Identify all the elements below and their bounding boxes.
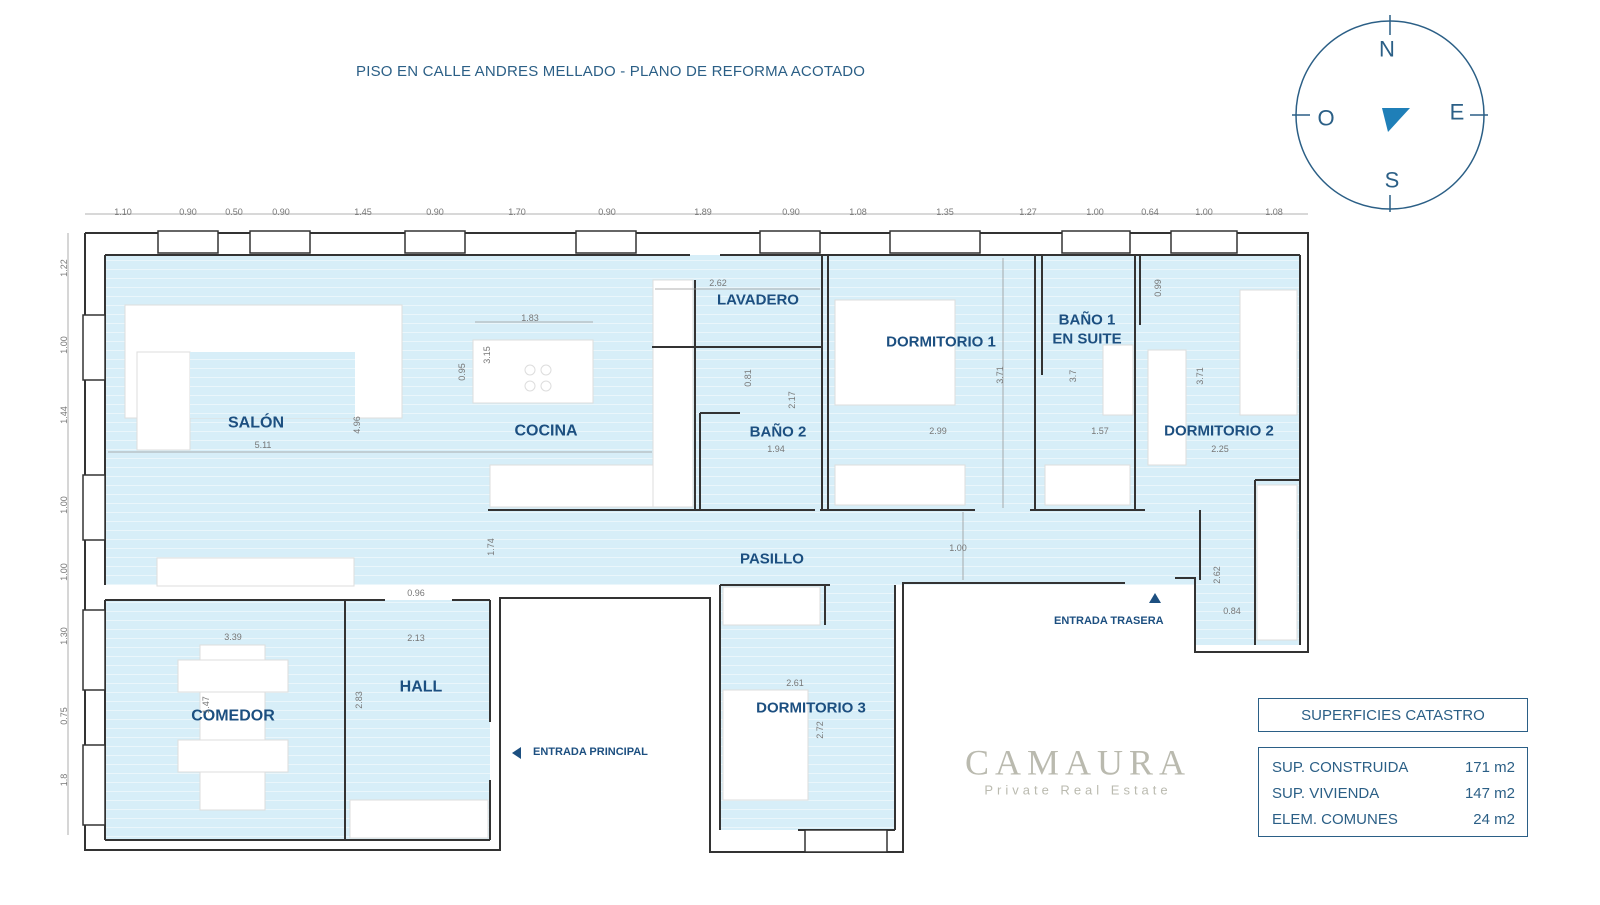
dimension-label: 1.74	[486, 538, 496, 556]
dimension-label: 3.7	[1068, 369, 1078, 383]
room-bano-2: BAÑO 2	[749, 423, 807, 441]
dimension-label: 5.11	[254, 440, 272, 450]
dimension-label: 0.90	[179, 207, 197, 217]
dimension-label: 3.71	[1195, 367, 1205, 385]
dimension-label: 1.83	[521, 313, 539, 323]
row-value: 147 m2	[1464, 785, 1515, 802]
compass-south: S	[1384, 167, 1400, 193]
entrance-arrow-icon	[1149, 593, 1161, 603]
room-salon: SALÓN	[228, 414, 284, 432]
dimension-label: 2.99	[929, 426, 947, 436]
dimension-label: 0.90	[426, 207, 444, 217]
dimension-label: 1.10	[114, 207, 132, 217]
dimension-label: 2.13	[407, 633, 425, 643]
compass	[1292, 15, 1488, 212]
dimension-label: 2.83	[354, 691, 364, 709]
compass-needle-icon	[1382, 108, 1410, 132]
dimension-label: 0.90	[272, 207, 290, 217]
dimension-label: 1.8	[59, 773, 69, 787]
dimension-label: 0.75	[59, 707, 69, 725]
dimension-label: 2.61	[786, 678, 804, 688]
dimension-label: 1.30	[59, 627, 69, 645]
room-cocina: COCINA	[514, 422, 578, 440]
dimension-label: 1.00	[59, 496, 69, 514]
entrance-trasera-label: ENTRADA TRASERA	[1054, 615, 1164, 627]
dimension-label: 1.08	[1265, 207, 1283, 217]
windows	[82, 230, 1238, 853]
room-bano-1-suite: EN SUITE	[1052, 330, 1122, 348]
row-label: SUP. VIVIENDA	[1272, 785, 1380, 802]
dimension-label: 0.95	[457, 363, 467, 381]
row-label: ELEM. COMUNES	[1272, 811, 1398, 828]
table-row: SUP. CONSTRUIDA 171 m2	[1272, 755, 1515, 781]
dimension-label: 2.17	[787, 391, 797, 409]
row-value: 24 m2	[1473, 811, 1515, 828]
dimension-label: 1.27	[1019, 207, 1037, 217]
dimension-label: 1.08	[849, 207, 867, 217]
dimension-label: 0.99	[1153, 279, 1163, 297]
dimension-label: 1.70	[508, 207, 526, 217]
dimension-label: 1.22	[59, 259, 69, 277]
dimension-label: 0.64	[1141, 207, 1159, 217]
compass-east: E	[1449, 99, 1465, 125]
dimension-label: 3.39	[224, 632, 242, 642]
dimension-label: 1.45	[354, 207, 372, 217]
dimension-label: 2.62	[1212, 566, 1222, 584]
dimension-label: 1.47	[201, 696, 211, 714]
dimension-label: 4.96	[352, 416, 362, 434]
dimension-label: 1.00	[59, 563, 69, 581]
dimension-label: 1.89	[694, 207, 712, 217]
table-row: SUP. VIVIENDA 147 m2	[1272, 781, 1515, 807]
room-lavadero: LAVADERO	[717, 291, 799, 309]
room-hall: HALL	[399, 678, 443, 696]
dimension-label: 1.57	[1091, 426, 1109, 436]
superficies-heading: SUPERFICIES CATASTRO	[1258, 698, 1528, 732]
furniture	[124, 279, 1298, 839]
compass-west: O	[1317, 105, 1335, 131]
dimension-label: 0.50	[225, 207, 243, 217]
dimension-label: 1.00	[59, 336, 69, 354]
dimension-label: 0.90	[782, 207, 800, 217]
dimension-lines	[67, 213, 1308, 835]
superficies-table: SUP. CONSTRUIDA 171 m2 SUP. VIVIENDA 147…	[1258, 747, 1528, 837]
dimension-label: 3.71	[995, 366, 1005, 384]
row-label: SUP. CONSTRUIDA	[1272, 759, 1409, 776]
dimension-label: 1.00	[1195, 207, 1213, 217]
dimension-label: 0.81	[743, 369, 753, 387]
dimension-label: 1.44	[59, 406, 69, 424]
dimension-label: 1.35	[936, 207, 954, 217]
dimension-label: 1.00	[949, 543, 967, 553]
dimension-label: 2.62	[709, 278, 727, 288]
compass-north: N	[1379, 36, 1395, 62]
dimension-label: 0.90	[598, 207, 616, 217]
dimension-label: 0.84	[1223, 606, 1241, 616]
entrance-arrow-icon	[512, 747, 521, 759]
row-value: 171 m2	[1464, 759, 1515, 776]
plan-title: PISO EN CALLE ANDRES MELLADO - PLANO DE …	[356, 63, 866, 80]
floor-areas	[105, 255, 1300, 840]
dimension-label: 0.96	[407, 588, 425, 598]
room-comedor: COMEDOR	[191, 707, 275, 725]
dimension-label: 1.94	[767, 444, 785, 454]
dimension-label: 3.15	[482, 346, 492, 364]
room-bano-1: BAÑO 1	[1058, 311, 1116, 329]
dimension-label: 1.00	[1086, 207, 1104, 217]
room-dormitorio-3: DORMITORIO 3	[756, 699, 866, 717]
table-row: ELEM. COMUNES 24 m2	[1272, 807, 1515, 833]
dimension-label: 2.72	[815, 721, 825, 739]
dimension-label: 2.25	[1211, 444, 1229, 454]
room-dormitorio-2: DORMITORIO 2	[1164, 422, 1274, 440]
room-pasillo: PASILLO	[740, 550, 804, 568]
room-dormitorio-1: DORMITORIO 1	[886, 333, 996, 351]
entrance-principal-label: ENTRADA PRINCIPAL	[533, 746, 648, 758]
